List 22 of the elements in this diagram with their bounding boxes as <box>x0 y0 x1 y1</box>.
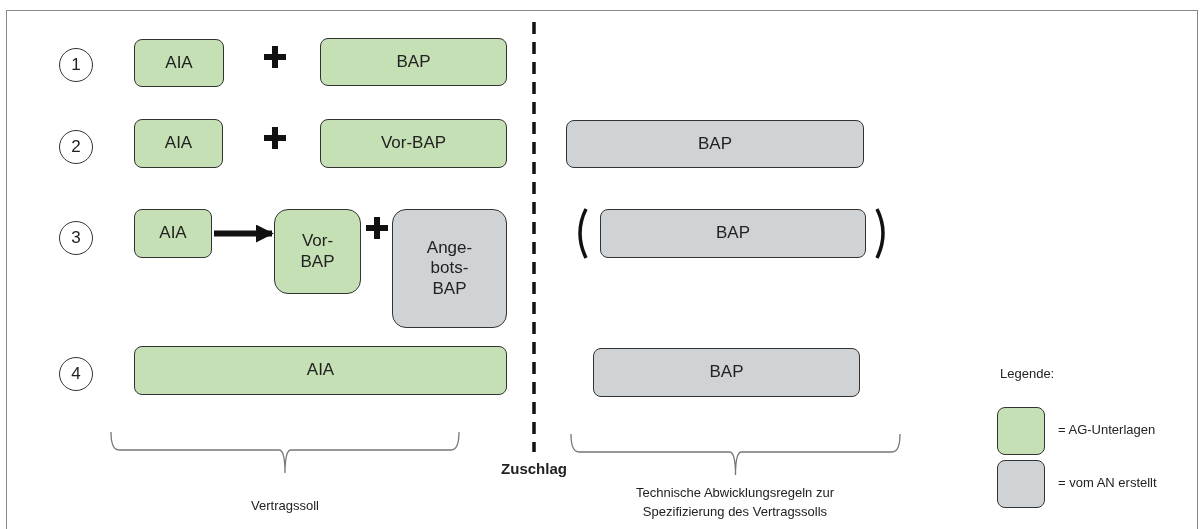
document-box: AIA <box>134 209 212 258</box>
document-box: AIA <box>134 119 223 168</box>
document-box: BAP <box>593 348 860 397</box>
document-box: AIA <box>134 346 507 395</box>
document-box: Ange- bots- BAP <box>392 209 507 328</box>
document-box: AIA <box>134 39 224 87</box>
step-number-circle: 4 <box>59 357 93 391</box>
bracket-label: Vertragssoll <box>251 498 319 513</box>
legend-label: = vom AN erstellt <box>1058 475 1157 490</box>
document-box: BAP <box>566 120 864 168</box>
document-box: BAP <box>320 38 507 86</box>
document-box: BAP <box>600 209 866 258</box>
step-number-circle: 2 <box>59 130 93 164</box>
legend-title: Legende: <box>1000 366 1055 381</box>
arrow <box>214 224 274 243</box>
bracket-label: Technische Abwicklungsregeln zur Spezifizierung des Vertragssolls <box>635 484 835 521</box>
milestone-label: Zuschlag <box>501 460 567 477</box>
legend-label: = AG-Unterlagen <box>1058 422 1156 437</box>
document-box: Vor-BAP <box>320 119 507 168</box>
document-box: Vor- BAP <box>274 209 361 294</box>
step-number-circle: 1 <box>59 48 93 82</box>
step-number-circle: 3 <box>59 221 93 255</box>
